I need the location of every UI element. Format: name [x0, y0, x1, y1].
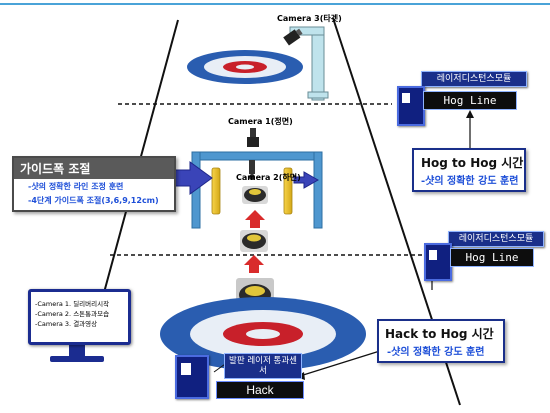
stone-top — [242, 186, 268, 204]
laser-module-mid-label: 레이저디스턴스모듈 — [448, 231, 544, 247]
monitor-line1: -Camera 1. 딜리버리시작 — [35, 300, 110, 308]
hog-line-label-top: Hog Line — [423, 91, 517, 110]
camera1-label: Camera 1(정면) — [228, 117, 293, 126]
camera2-label: Camera 2(하면) — [236, 173, 301, 182]
near-house — [160, 297, 366, 371]
hog-to-hog-callout: Hog to Hog 시간 -샷의 정확한 강도 훈련 — [412, 148, 526, 192]
hog-line-label-mid: Hog Line — [450, 248, 534, 267]
hack-label: Hack — [216, 381, 304, 399]
laser-device-mid — [424, 243, 452, 281]
hack-to-hog-callout: Hack to Hog 시간 -샷의 정확한 강도 훈련 — [377, 319, 505, 363]
guide-right-arrow — [293, 171, 320, 189]
hack-to-hog-title: Hack to Hog 시간 — [385, 327, 494, 341]
guide-width-line2: -4단계 가이드폭 조절(3,6,9,12cm) — [28, 196, 159, 205]
stone-arrow-1 — [245, 210, 265, 228]
hack-to-hog-subtitle: -샷의 정확한 강도 훈련 — [387, 347, 485, 358]
monitor-screen: -Camera 1. 딜리버리시작 -Camera 2. 스톤통과모습 -Cam… — [28, 289, 131, 345]
laser-device-top — [397, 86, 425, 126]
stone-middle — [240, 230, 268, 252]
guide-left-arrow — [171, 161, 213, 195]
hack-sensor-device — [175, 355, 209, 399]
monitor-line2: -Camera 2. 스톤통과모습 — [35, 310, 110, 318]
hack-callout-arrow — [299, 349, 384, 377]
camera1-icon — [247, 128, 259, 147]
top-border-line — [0, 3, 550, 5]
monitor-stand — [50, 345, 104, 362]
guide-width-callout: 가이드폭 조절 -샷의 정확한 라인 조정 훈련 -4단계 가이드폭 조절(3,… — [12, 156, 176, 212]
camera2-icon — [249, 160, 255, 180]
far-house — [187, 50, 303, 84]
laser-module-top-label: 레이저디스턴스모듈 — [421, 71, 527, 87]
guide-width-title: 가이드폭 조절 — [14, 158, 174, 179]
monitor-line3: -Camera 3. 결과영상 — [35, 320, 98, 328]
hack-sensor-label: 발판 레이저 통과센서 — [224, 353, 302, 379]
hog-to-hog-title: Hog to Hog 시간 — [421, 156, 524, 170]
camera3-mount — [283, 26, 329, 101]
stone-arrow-2 — [244, 255, 264, 273]
camera3-label: Camera 3(타겟) — [277, 14, 342, 23]
guide-width-line1: -샷의 정확한 라인 조정 훈련 — [28, 182, 124, 191]
hog-to-hog-subtitle: -샷의 정확한 강도 훈련 — [421, 176, 519, 187]
